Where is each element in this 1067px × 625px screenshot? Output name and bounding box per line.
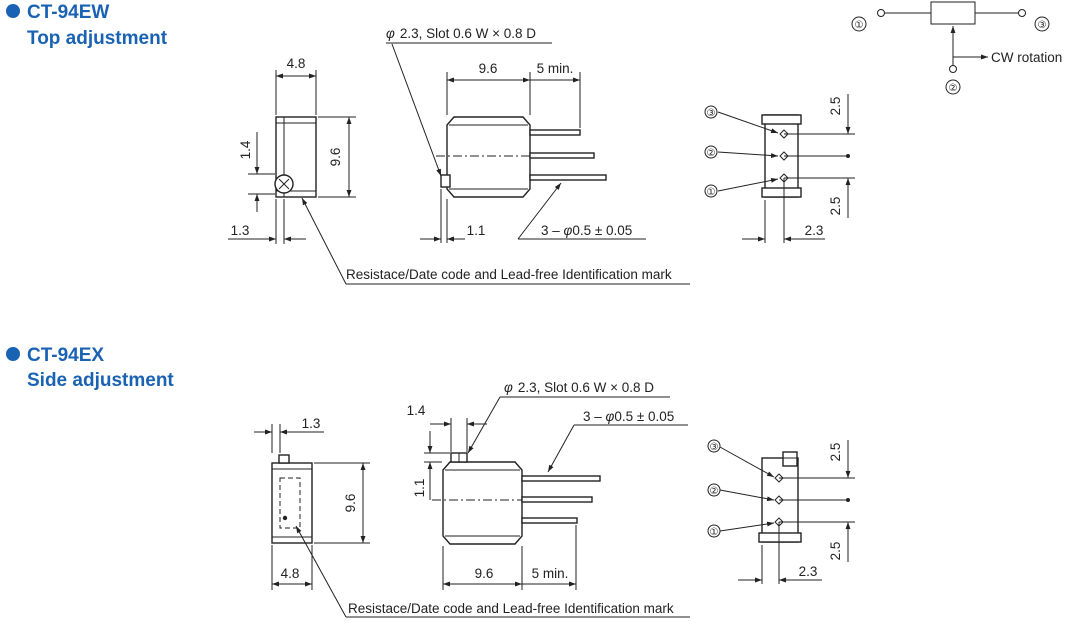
- lead: [521, 496, 593, 503]
- dim-pitch-bottom: 2.5: [828, 197, 843, 216]
- lead-diameter-note: 3 – φ0.5 ± 0.05: [583, 409, 674, 424]
- lead: [529, 129, 581, 136]
- schematic-pin3: ③: [1038, 20, 1047, 31]
- pin-3-label: ③: [707, 108, 716, 119]
- dim-side-offset: 1.1: [467, 223, 486, 238]
- section-2-model: CT-94EX: [27, 345, 104, 366]
- dim-body-width: 9.6: [475, 566, 494, 581]
- lead: [529, 174, 607, 181]
- s1-pin-view: ③ ② ① 2.5 2.5 2.3: [704, 94, 855, 243]
- dim-front-width: 4.8: [281, 566, 300, 581]
- s1-front-view: 4.8 9.6 1.4 1.3: [228, 56, 356, 244]
- pin-2-label: ②: [710, 486, 719, 497]
- dim-slot-height: 1.1: [412, 479, 427, 498]
- dim-pitch-top: 2.5: [828, 443, 843, 462]
- cw-rotation-label: CW rotation: [991, 50, 1062, 65]
- dim-front-offset: 1.3: [302, 416, 321, 431]
- section-1-model: CT-94EW: [27, 2, 109, 23]
- pin-3-label: ③: [710, 442, 719, 453]
- dim-lead-length: 5 min.: [532, 566, 569, 581]
- dim-pitch-top: 2.5: [828, 97, 843, 116]
- dim-body-width: 9.6: [479, 61, 498, 76]
- lead-diameter-note: 3 – φ0.5 ± 0.05: [541, 223, 632, 238]
- lead: [521, 475, 601, 482]
- dim-slot-height: 1.4: [238, 140, 253, 159]
- schematic-pin2: ②: [949, 83, 958, 94]
- dim-front-height: 9.6: [328, 148, 343, 167]
- bullet-icon: [6, 4, 20, 18]
- pin-2-label: ②: [707, 148, 716, 159]
- s2-mark-note: Resistace/Date code and Lead-free Identi…: [348, 601, 674, 616]
- s1-mark-note: Resistace/Date code and Lead-free Identi…: [346, 267, 672, 282]
- schematic-pin1: ①: [855, 20, 864, 31]
- s2-pin-view: ③ ② ① 2.5 2.5 2.3: [707, 439, 855, 584]
- dim-pin-offset: 2.3: [805, 223, 824, 238]
- dim-front-height: 9.6: [343, 494, 358, 513]
- dim-pin-offset: 2.3: [799, 564, 818, 579]
- dim-lead-length: 5 min.: [537, 61, 574, 76]
- dim-front-width: 4.8: [287, 56, 306, 71]
- section-2-subtitle: Side adjustment: [27, 370, 174, 391]
- section-1-subtitle: Top adjustment: [27, 28, 168, 49]
- dim-slot-offset: 1.4: [407, 403, 426, 418]
- pin-1-label: ①: [710, 527, 719, 538]
- dim-front-offset: 1.3: [231, 223, 250, 238]
- lead: [521, 517, 578, 524]
- pin-1-label: ①: [707, 187, 716, 198]
- bullet-icon: [6, 347, 20, 361]
- lead: [529, 152, 595, 159]
- s2-front-view: 1.3 9.6 4.8: [254, 416, 370, 590]
- schematic-symbol: ① ③ ② CW rotation: [851, 1, 1062, 95]
- dim-pitch-bottom: 2.5: [828, 542, 843, 561]
